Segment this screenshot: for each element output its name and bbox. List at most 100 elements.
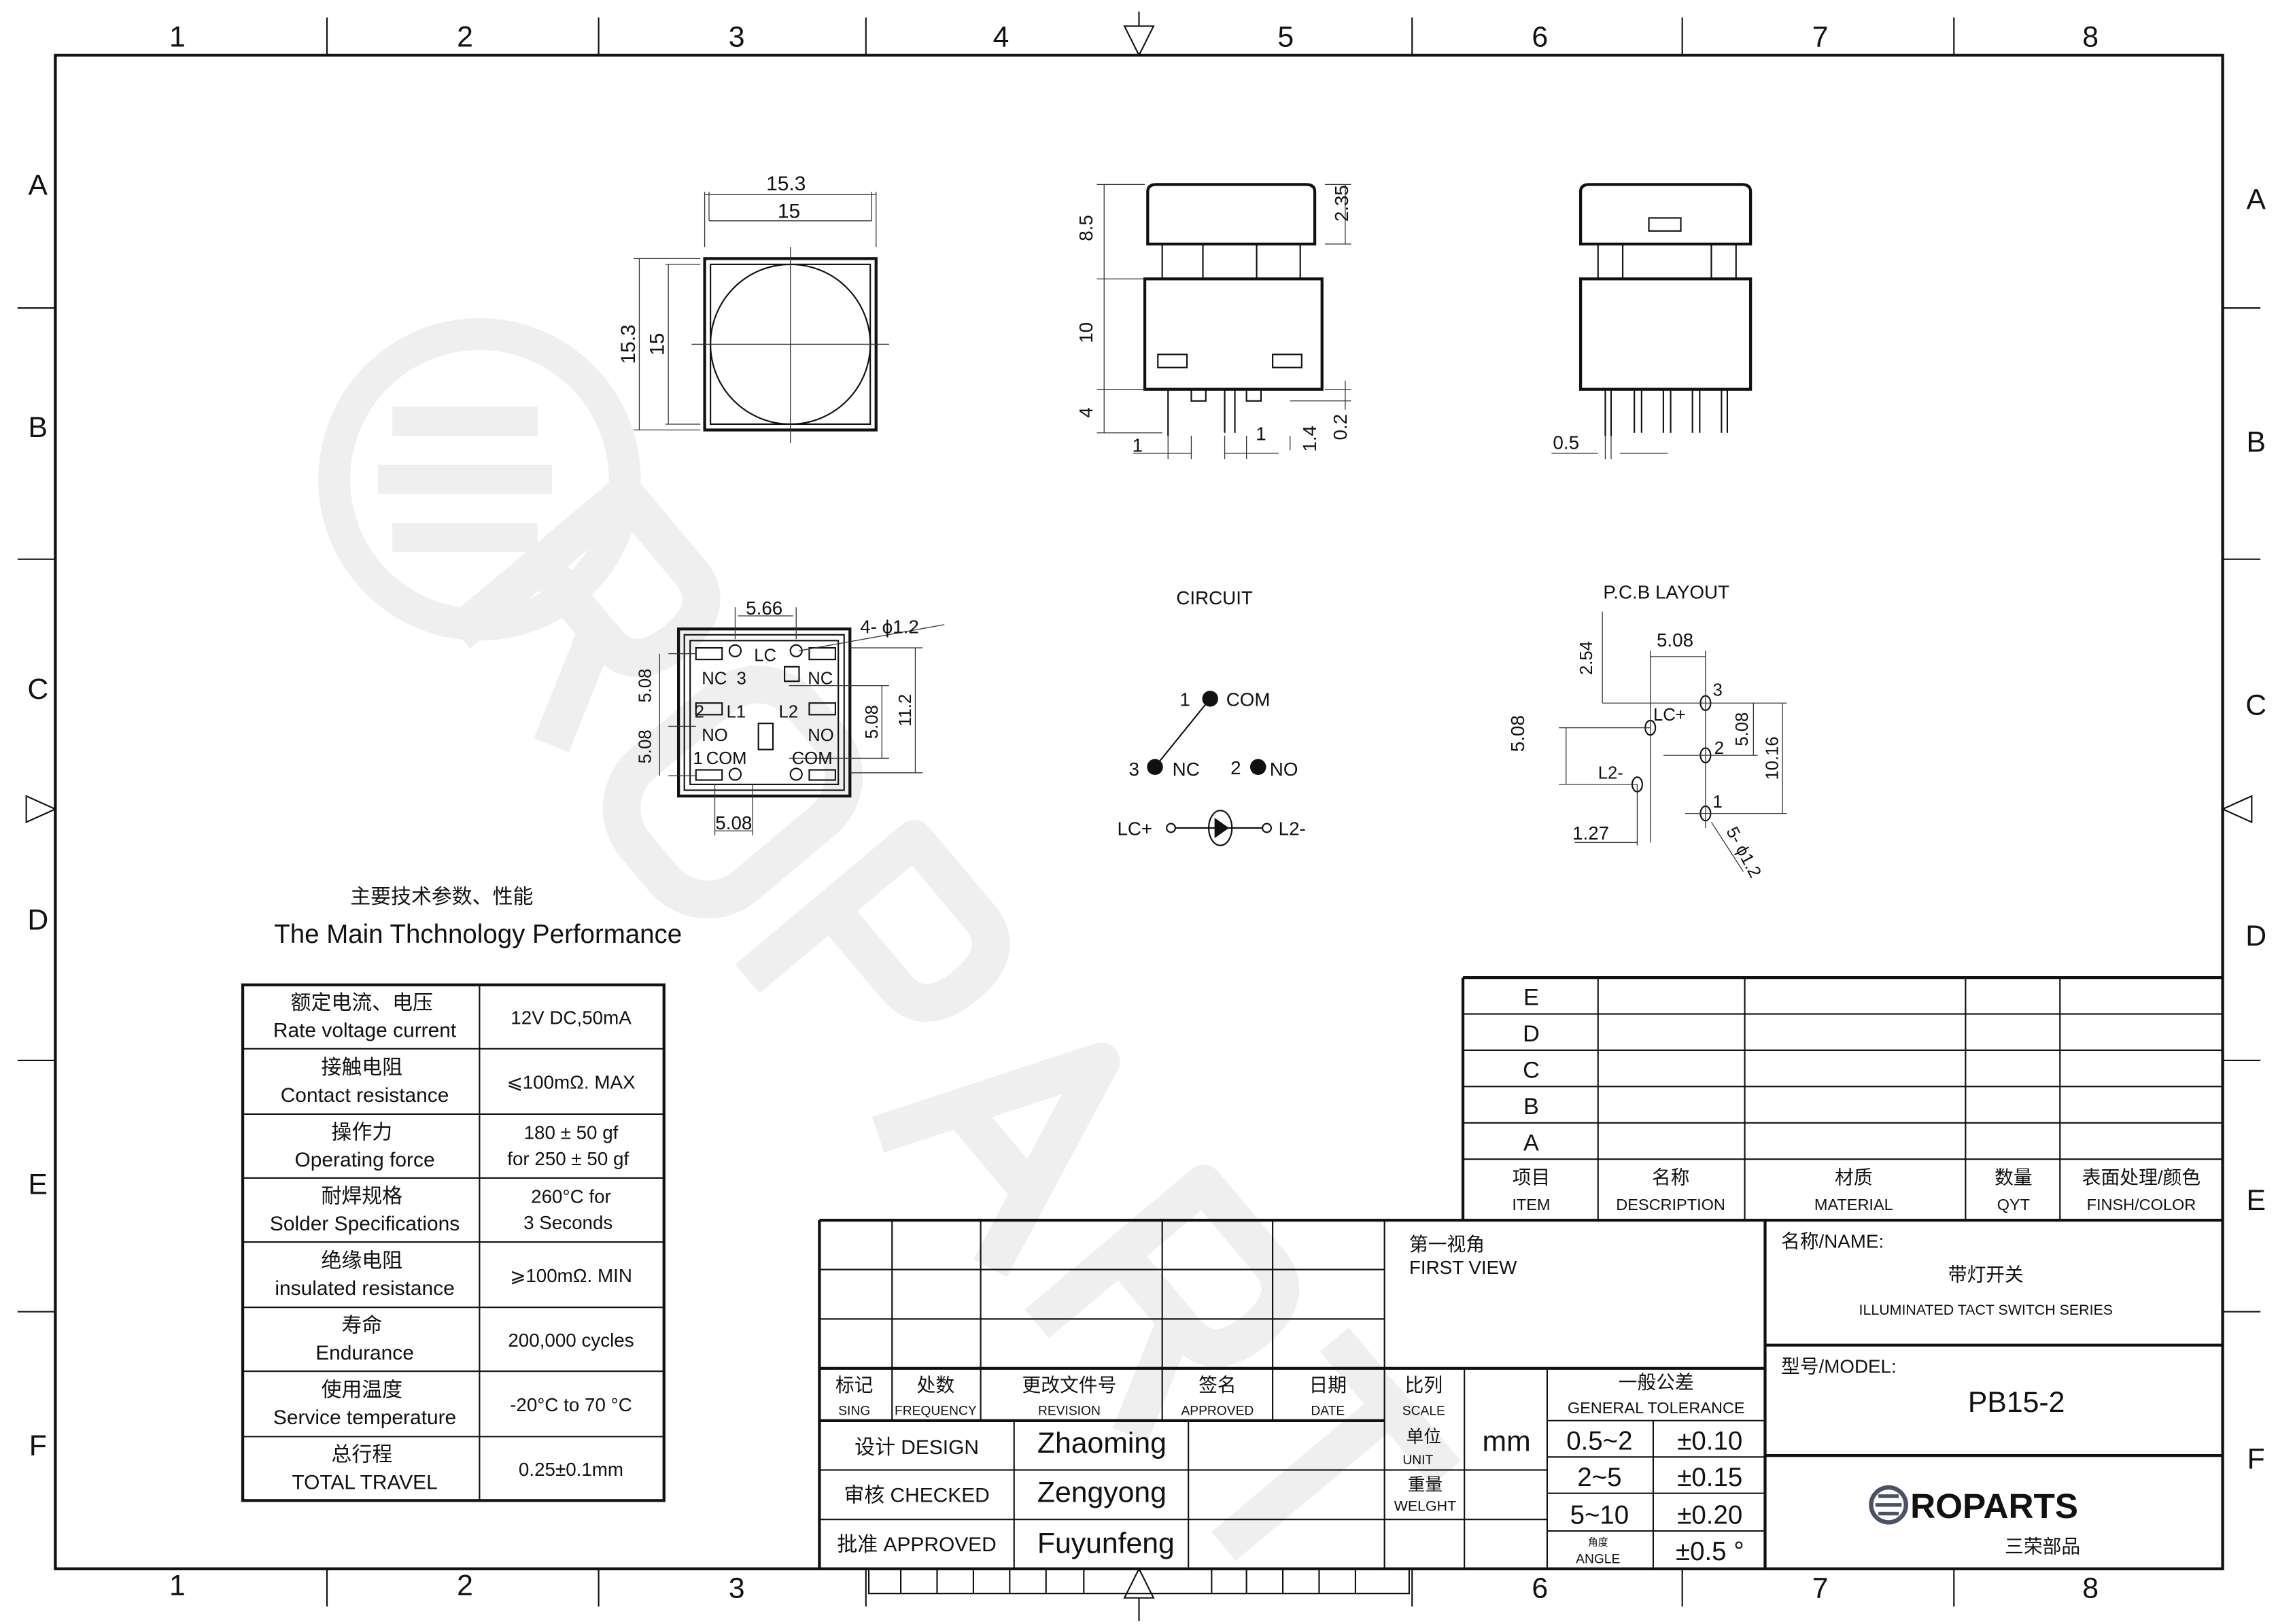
revision-header-cn: 更改文件号 [1022, 1375, 1117, 1396]
dimension-label: 5.08 [863, 705, 882, 739]
spec-label-en: Solder Specifications [270, 1213, 460, 1235]
revision-letter: E [1523, 985, 1539, 1011]
zone-column-label: 7 [1812, 20, 1829, 53]
revision-header-en: SCALE [1402, 1404, 1445, 1418]
zone-column-label: 2 [457, 1569, 473, 1602]
zone-column-label: 5 [1277, 20, 1294, 53]
zone-row-label: C [2245, 689, 2266, 721]
spec-label-cn: 总行程 [331, 1444, 392, 1466]
dimension-label: 5.08 [1733, 712, 1752, 746]
terminal-label: COM [706, 749, 747, 768]
spec-value: ⩾100mΩ. MIN [510, 1265, 632, 1286]
zone-row-label: C [27, 673, 48, 706]
spec-label-cn: 绝缘电阻 [321, 1249, 402, 1272]
bom-table: EDCBA项目ITEM名称DESCRIPTION材质MATERIAL数量QYT表… [1461, 975, 2223, 1220]
bom-header-en: DESCRIPTION [1616, 1196, 1725, 1213]
revision-header-cn: 处数 [917, 1375, 955, 1396]
zone-column-label: 4 [993, 20, 1009, 53]
revision-header-cn: 标记 [835, 1375, 874, 1396]
pin-number: 3 [1129, 759, 1139, 780]
revision-header-cn: 签名 [1198, 1375, 1237, 1396]
spec-label-en: Contact resistance [281, 1084, 449, 1107]
revision-letter: B [1523, 1094, 1539, 1120]
revision-header-cn: 日期 [1309, 1375, 1347, 1396]
dimension-label: 1 [1133, 435, 1143, 456]
logo-text-cn: 三荣部品 [2005, 1536, 2080, 1557]
spec-label-en: Service temperature [273, 1406, 456, 1429]
model-label: 型号/MODEL: [1781, 1355, 1897, 1377]
spec-value: 12V DC,50mA [511, 1007, 632, 1028]
bom-header-cn: 项目 [1513, 1167, 1551, 1188]
company-logo: ROPARTS 三荣部品 [1869, 1485, 2080, 1557]
dimension-label: 8.5 [1075, 215, 1097, 241]
checked-label: 审核 CHECKED [844, 1485, 989, 1507]
tolerance-value: ±0.20 [1677, 1501, 1742, 1530]
specs-title-en: The Main Thchnology Performance [274, 920, 682, 949]
terminal-label: LC+ [1117, 818, 1152, 840]
tolerance-label-en: GENERAL TOLERANCE [1568, 1399, 1745, 1417]
spec-label-cn: 额定电流、电压 [291, 992, 433, 1014]
pin-number: 1 [1713, 793, 1723, 812]
pin-number: 1 [1179, 689, 1190, 710]
circuit-title: CIRCUIT [1176, 587, 1253, 608]
top-view: 15.3 15 15.3 15 [617, 173, 889, 443]
terminal-label: L1 [727, 703, 746, 722]
bom-header-cn: 名称 [1652, 1167, 1690, 1188]
zone-column-label: 1 [169, 1569, 186, 1602]
design-label: 设计 DESIGN [855, 1436, 979, 1459]
hole-callout: 4- ϕ1.2 [860, 617, 919, 638]
spec-label-cn: 接触电阻 [321, 1056, 402, 1079]
pin-number: 3 [1713, 681, 1723, 700]
dimension-label: 5.08 [1507, 715, 1528, 752]
terminal-label: NC [1173, 759, 1200, 780]
watermark [318, 317, 1462, 1561]
first-view-cn: 第一视角 [1409, 1234, 1485, 1255]
angle-tolerance: ±0.5 ° [1676, 1537, 1744, 1566]
spec-value: 0.25±0.1mm [519, 1459, 623, 1480]
dimension-label: 15 [778, 201, 800, 223]
pin-number: 2 [1714, 739, 1724, 758]
model-number: PB15-2 [1968, 1386, 2065, 1419]
dimension-label: 2.54 [1577, 641, 1596, 675]
spec-label-en: Operating force [294, 1149, 434, 1171]
tolerance-range: 5~10 [1570, 1501, 1629, 1530]
weight-label-cn: 重量 [1408, 1474, 1443, 1494]
bom-header-cn: 表面处理/颜色 [2082, 1167, 2201, 1188]
product-name-en: ILLUMINATED TACT SWITCH SERIES [1859, 1302, 2113, 1318]
dimension-label: 15.3 [617, 324, 640, 364]
drawing-frame [17, 12, 2261, 1621]
dimension-label: 10.16 [1763, 736, 1782, 780]
spec-value: 260°C for [531, 1186, 611, 1207]
spec-label-en: TOTAL TRAVEL [292, 1471, 437, 1493]
spec-label-cn: 寿命 [341, 1314, 382, 1336]
terminal-label: COM [1226, 689, 1271, 710]
pin-number: 3 [737, 669, 746, 688]
unit-label-cn: 单位 [1407, 1427, 1441, 1447]
revision-header-en: APPROVED [1181, 1404, 1254, 1418]
spec-label-en: Endurance [315, 1342, 414, 1364]
logo-text: ROPARTS [1910, 1487, 2078, 1525]
terminal-label: NC [702, 669, 727, 688]
zone-row-label: F [2247, 1442, 2265, 1475]
spec-value: 180 ± 50 gf [524, 1122, 619, 1143]
first-view-en: FIRST VIEW [1409, 1257, 1517, 1278]
spec-label-en: Rate voltage current [273, 1020, 457, 1042]
zone-column-label: 8 [2082, 20, 2099, 53]
angle-label-cn: 角度 [1588, 1537, 1608, 1549]
zone-column-label: 3 [729, 1572, 745, 1605]
side-view: 0.5 [1551, 183, 1753, 460]
zone-row-label: D [27, 904, 48, 937]
zone-row-label: E [2246, 1184, 2266, 1217]
zone-row-label: A [29, 169, 48, 201]
dimension-label: 5.08 [636, 669, 655, 703]
tolerance-label-cn: 一般公差 [1619, 1372, 1694, 1393]
dimension-label: 10 [1075, 322, 1097, 343]
revision-header-en: SING [838, 1404, 870, 1418]
zone-row-label: F [29, 1430, 47, 1462]
dimension-label: 2.35 [1331, 185, 1352, 222]
angle-label-en: ANGLE [1576, 1552, 1620, 1566]
zone-column-label: 2 [457, 20, 473, 53]
hole-callout: 5- ϕ1.2 [1722, 824, 1764, 881]
dimension-label: 1.4 [1299, 426, 1320, 452]
dimension-label: 11.2 [896, 694, 915, 727]
